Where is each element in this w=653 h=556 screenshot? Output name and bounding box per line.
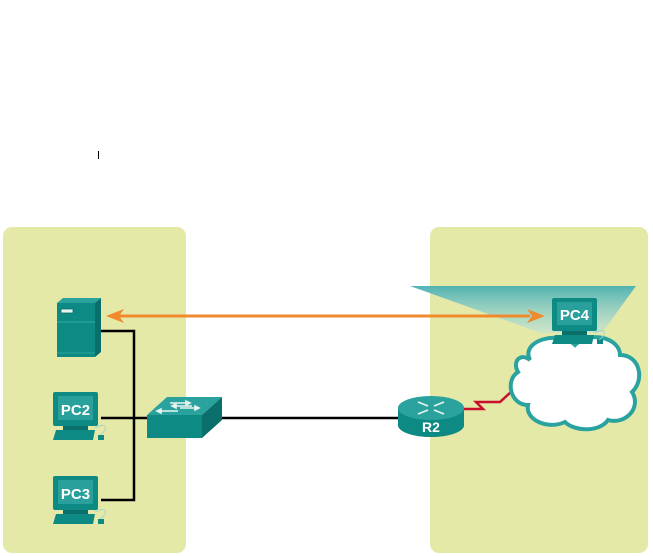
switch-icon[interactable] xyxy=(147,397,222,438)
flow-arrow xyxy=(106,309,545,323)
cloud-icon xyxy=(508,335,642,432)
pc2-icon[interactable]: PC2 xyxy=(53,392,106,440)
router-r2-label: R2 xyxy=(422,419,440,435)
pc3-icon[interactable]: PC3 xyxy=(53,476,106,524)
pc4-label: PC4 xyxy=(560,307,590,324)
arrowhead-right-icon xyxy=(527,309,545,323)
router-r2-icon[interactable]: R2 xyxy=(398,396,464,437)
arrowhead-left-icon xyxy=(106,309,124,323)
pc4-icon[interactable]: PC4 xyxy=(552,298,605,344)
text-cursor xyxy=(98,151,99,159)
link-server-switch xyxy=(101,329,136,502)
pc2-label: PC2 xyxy=(61,402,90,419)
serial-link-r2-cloud xyxy=(462,390,513,411)
pc4-highlight-beam xyxy=(410,286,636,333)
server-icon[interactable] xyxy=(57,298,101,357)
ethernet-links xyxy=(101,329,400,502)
pc3-label: PC3 xyxy=(61,486,90,503)
